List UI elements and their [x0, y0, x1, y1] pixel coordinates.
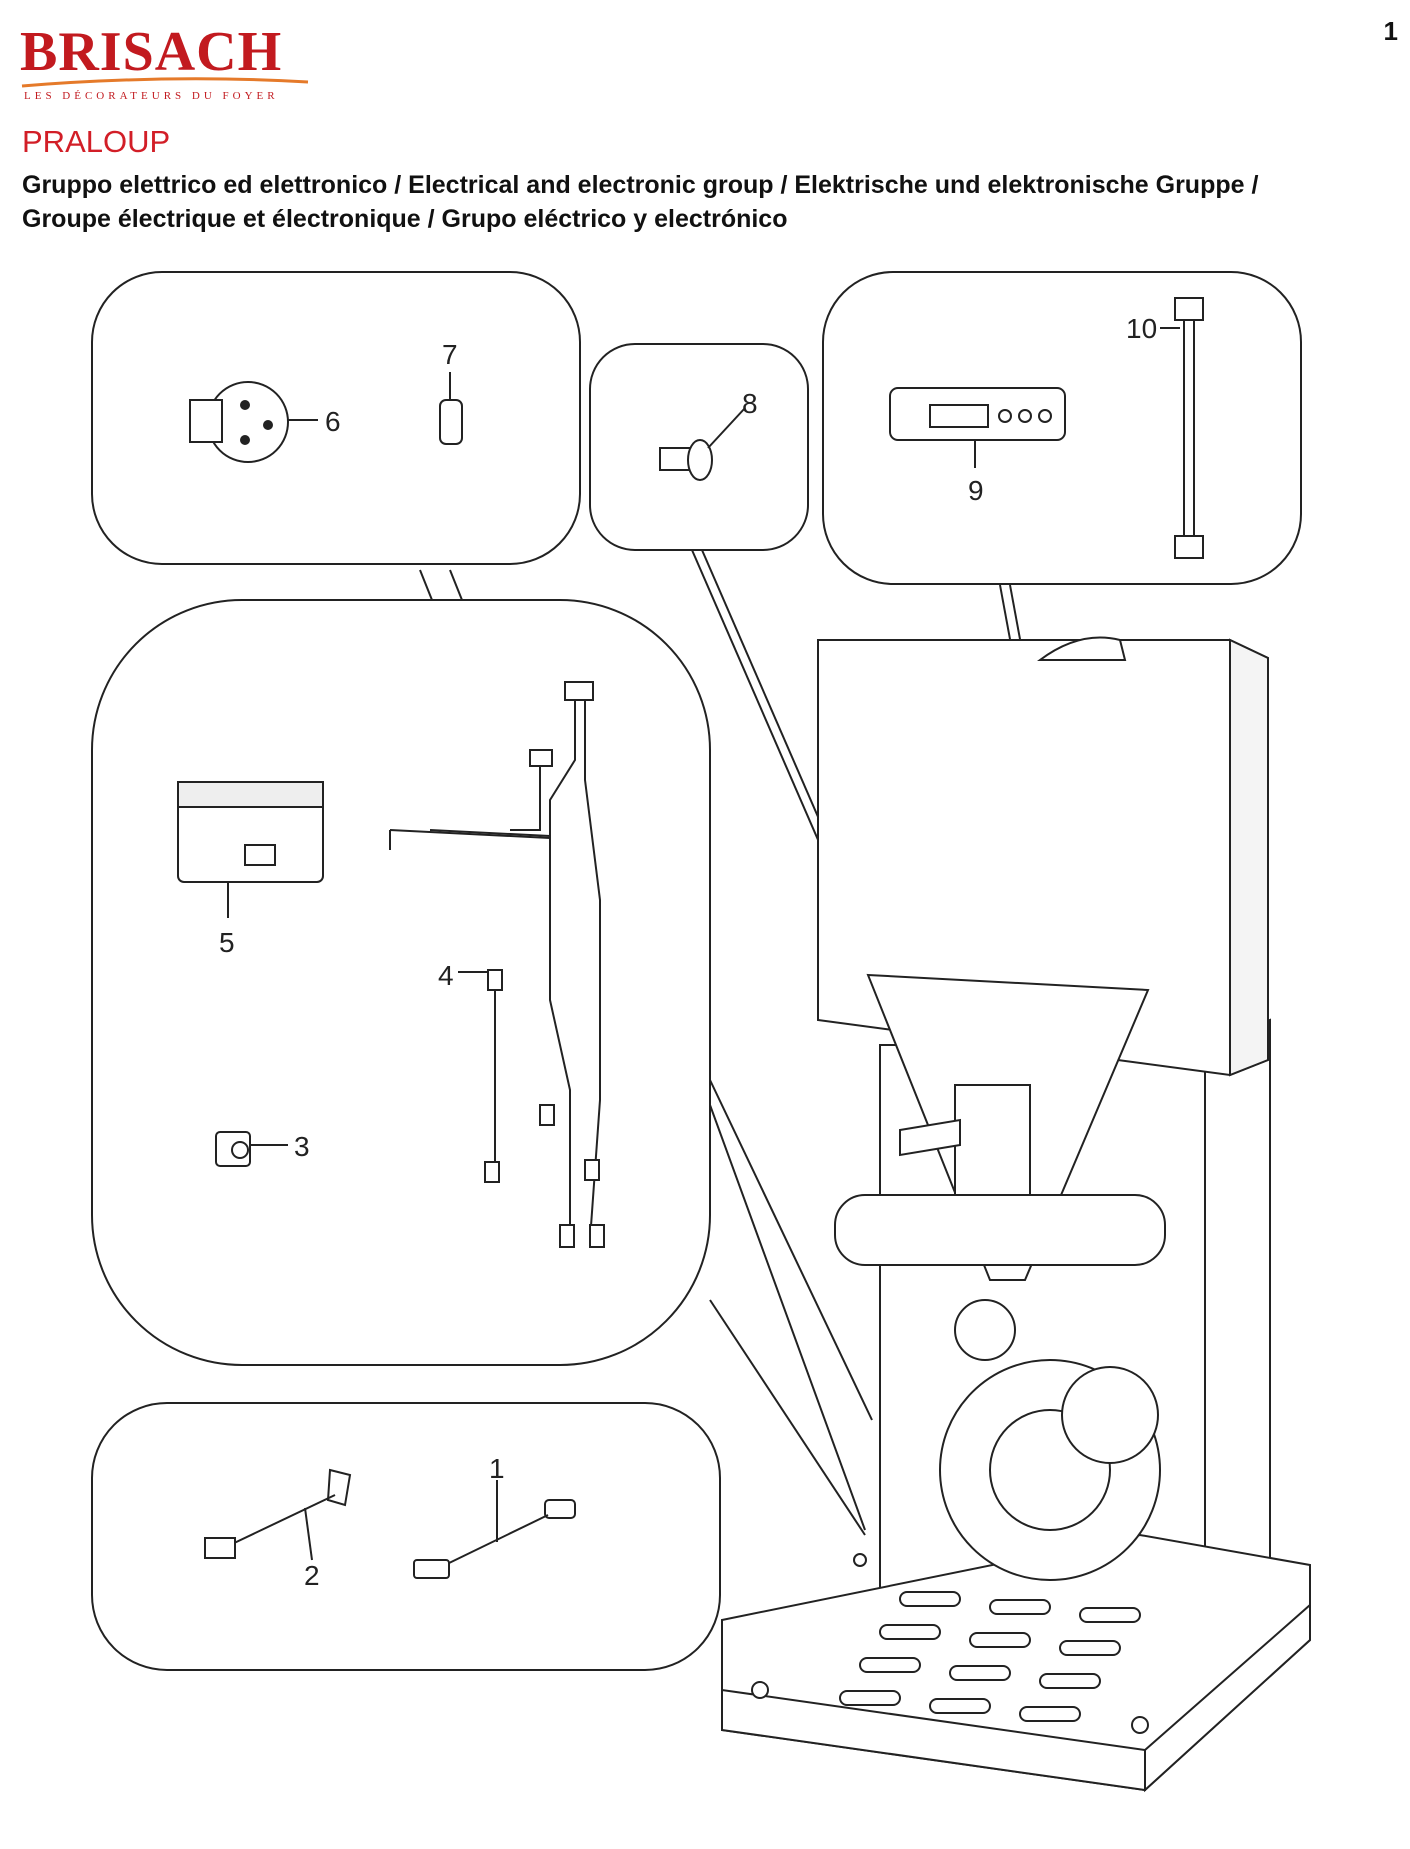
page-number: 1: [1383, 16, 1398, 46]
part-5-drawing: [177, 781, 324, 918]
brand-name: BRISACH: [20, 21, 283, 83]
part-6-drawing: [189, 381, 318, 463]
callout-7: 7: [442, 339, 458, 370]
brand-tagline: LES DÉCORATEURS DU FOYER: [24, 90, 279, 102]
brand-logo: BRISACH LES DÉCORATEURS DU FOYER: [20, 20, 310, 110]
callout-1: 1: [489, 1453, 505, 1484]
part-8-drawing: [659, 407, 746, 481]
model-title: PRALOUP: [22, 124, 171, 159]
callout-8: 8: [742, 388, 758, 419]
detail-box-9-10: [822, 271, 1302, 585]
callout-2: 2: [304, 1560, 320, 1591]
detail-box-6-7: [91, 271, 581, 565]
callout-9: 9: [968, 475, 984, 506]
detail-box-8: [589, 343, 809, 551]
callout-4: 4: [438, 960, 454, 991]
part-10-drawing: [1160, 297, 1204, 559]
callout-3: 3: [294, 1131, 310, 1162]
part-2-drawing: [204, 1468, 352, 1561]
subtitle-line-1: Gruppo elettrico ed elettronico / Electr…: [22, 171, 1259, 199]
part-7-drawing: [439, 372, 463, 445]
detail-box-1-2: [91, 1402, 721, 1671]
part-9-drawing: [889, 387, 1066, 468]
detail-box-3-5: [91, 599, 711, 1366]
callout-5: 5: [219, 927, 235, 958]
page-subtitle: Gruppo elettrico ed elettronico / Electr…: [22, 168, 1392, 236]
part-3-drawing: [215, 1131, 288, 1167]
callout-10: 10: [1126, 313, 1157, 344]
callout-6: 6: [325, 406, 341, 437]
stove-body: [721, 636, 1311, 1793]
subtitle-line-2: Groupe électrique et électronique / Grup…: [22, 205, 788, 233]
stove-bottom-slots: [839, 1591, 1141, 1722]
part-4-drawing: [389, 681, 605, 1248]
part-1-drawing: [413, 1480, 576, 1579]
logo-swoosh-icon: [21, 77, 309, 88]
